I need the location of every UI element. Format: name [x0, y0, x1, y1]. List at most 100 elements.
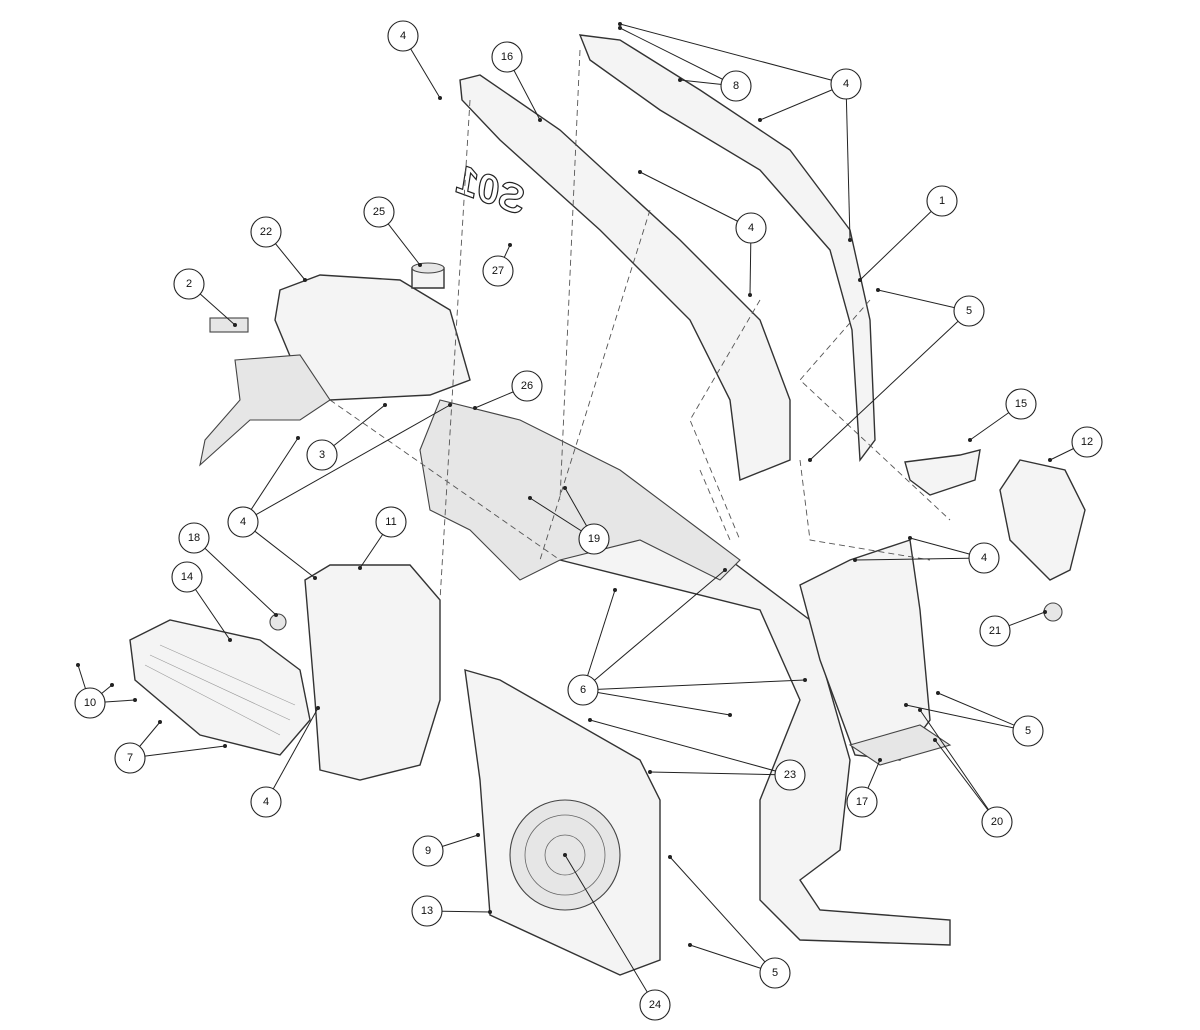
subframe [419, 399, 741, 581]
bushing-25 [411, 262, 445, 289]
callout-circle [968, 542, 1000, 574]
callout-circle [171, 561, 203, 593]
fastener-icon [918, 708, 922, 712]
fastener-icon [678, 78, 682, 82]
callout-circle [578, 523, 610, 555]
leader-line [564, 854, 656, 1006]
fastener-icon [668, 855, 672, 859]
callout-circle [363, 196, 395, 228]
leader-line [265, 707, 319, 803]
callout-number: 4 [843, 78, 849, 90]
fastener-icon [296, 436, 300, 440]
fastener-icon [878, 758, 882, 762]
fastener-icon [908, 536, 912, 540]
callout-circle [830, 68, 862, 100]
fastener-icon [563, 853, 567, 857]
fastener-icon [316, 706, 320, 710]
leader-line [809, 310, 970, 461]
leader-line [129, 745, 226, 759]
fastener-icon [383, 403, 387, 407]
callout-number: 27 [492, 265, 504, 277]
decal-s01: S01 [450, 158, 532, 224]
callout-number: 4 [981, 552, 987, 564]
callout-circle [1071, 426, 1103, 458]
leader-line [582, 589, 616, 691]
fastener-icon [748, 293, 752, 297]
fastener-icon [858, 278, 862, 282]
fastener-icon [648, 770, 652, 774]
fastener-icon [438, 96, 442, 100]
part-callout: 16 [491, 41, 523, 73]
fastener-icon [933, 738, 937, 742]
callout-circle [74, 687, 106, 719]
leader-line [639, 171, 752, 229]
part-callout: 19 [578, 523, 610, 555]
callout-number: 4 [748, 222, 754, 234]
callout-number: 22 [260, 226, 272, 238]
front-fender-22 [199, 274, 471, 467]
callout-circle [306, 439, 338, 471]
part-callout: 24 [639, 989, 671, 1021]
fastener-icon [688, 943, 692, 947]
part-callout: 4 [387, 20, 419, 52]
fastener-icon [1043, 610, 1047, 614]
fastener-icon [418, 263, 422, 267]
part-callout: 12 [1071, 426, 1103, 458]
fastener-icon [968, 438, 972, 442]
callout-circle [250, 786, 282, 818]
leader-line [582, 569, 726, 691]
callout-number: 6 [580, 684, 586, 696]
callout-number: 21 [989, 625, 1001, 637]
callout-circle [250, 216, 282, 248]
fastener-icon [158, 720, 162, 724]
callout-number: 24 [649, 999, 661, 1011]
callout-number: 12 [1081, 436, 1093, 448]
leader-line [649, 771, 791, 776]
leader-line [193, 537, 277, 616]
part-callout: 14 [171, 561, 203, 593]
callout-circle [567, 674, 599, 706]
callout-circle [979, 615, 1011, 647]
fastener-icon [508, 243, 512, 247]
part-callout: 1 [926, 185, 958, 217]
fastener-icon [313, 576, 317, 580]
callout-number: 8 [733, 80, 739, 92]
fastener-icon [133, 698, 137, 702]
part-callout: 20 [981, 806, 1013, 838]
leader-line [859, 200, 943, 281]
callout-number: 4 [263, 796, 269, 808]
callout-circle [387, 20, 419, 52]
fastener-icon [808, 458, 812, 462]
part-callout: 17 [846, 786, 878, 818]
leader-line [582, 679, 806, 691]
fastener-icon [228, 638, 232, 642]
fastener-icon [904, 703, 908, 707]
fastener-icon [473, 406, 477, 410]
callout-number: 5 [966, 305, 972, 317]
leader-line [669, 856, 776, 974]
rear-panel-13 [464, 669, 661, 976]
callout-circle [639, 989, 671, 1021]
part-callout: 21 [979, 615, 1011, 647]
fastener-icon [476, 833, 480, 837]
callout-circle [981, 806, 1013, 838]
side-rail-16 [459, 74, 791, 481]
part-callout: 5 [953, 295, 985, 327]
callout-circle [482, 255, 514, 287]
part-callout: 4 [968, 542, 1000, 574]
callout-circle [759, 957, 791, 989]
fastener-icon [803, 678, 807, 682]
part-callout: 22 [250, 216, 282, 248]
callout-number: 10 [84, 697, 96, 709]
callout-circle [114, 742, 146, 774]
part-callout: 26 [511, 370, 543, 402]
part-callout: 23 [774, 759, 806, 791]
panel-11 [304, 564, 441, 781]
fastener-icon [758, 118, 762, 122]
part-callout: 27 [482, 255, 514, 287]
callout-circle [720, 70, 752, 102]
callout-circle [411, 895, 443, 927]
fastener-icon [528, 496, 532, 500]
leader-line [877, 289, 970, 312]
